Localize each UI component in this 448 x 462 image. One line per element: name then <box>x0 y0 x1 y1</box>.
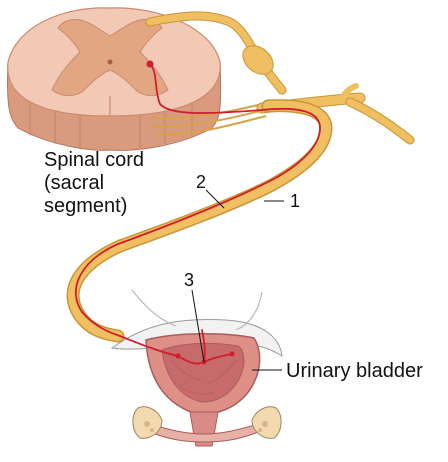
dorsal-root-ganglion <box>242 45 274 75</box>
urinary-bladder <box>145 332 261 447</box>
label-neuron-1: 1 <box>290 191 300 211</box>
ventral-rootlets <box>149 103 267 136</box>
nerve-branch-upper <box>337 83 359 103</box>
neuron-pathway <box>74 63 321 365</box>
pubic-bones <box>132 406 282 439</box>
label-neuron-2: 2 <box>196 172 206 192</box>
label-spinal-cord-line3: segment) <box>44 195 127 217</box>
central-canal <box>107 59 113 65</box>
spinal-cord-section <box>7 7 222 151</box>
leader-line-2 <box>205 189 225 209</box>
neuron-cell-body <box>146 60 154 68</box>
label-neuron-3: 3 <box>184 270 194 290</box>
label-spinal-cord-line1: Spinal cord <box>44 149 144 171</box>
label-urinary-bladder: Urinary bladder <box>286 360 423 382</box>
ganglion-cell-a <box>175 353 181 359</box>
ganglion-cell-c <box>229 351 235 357</box>
label-spinal-cord-line2: (sacral <box>44 172 104 194</box>
spinal-gray-matter <box>51 19 169 97</box>
leader-line-3 <box>191 289 205 363</box>
